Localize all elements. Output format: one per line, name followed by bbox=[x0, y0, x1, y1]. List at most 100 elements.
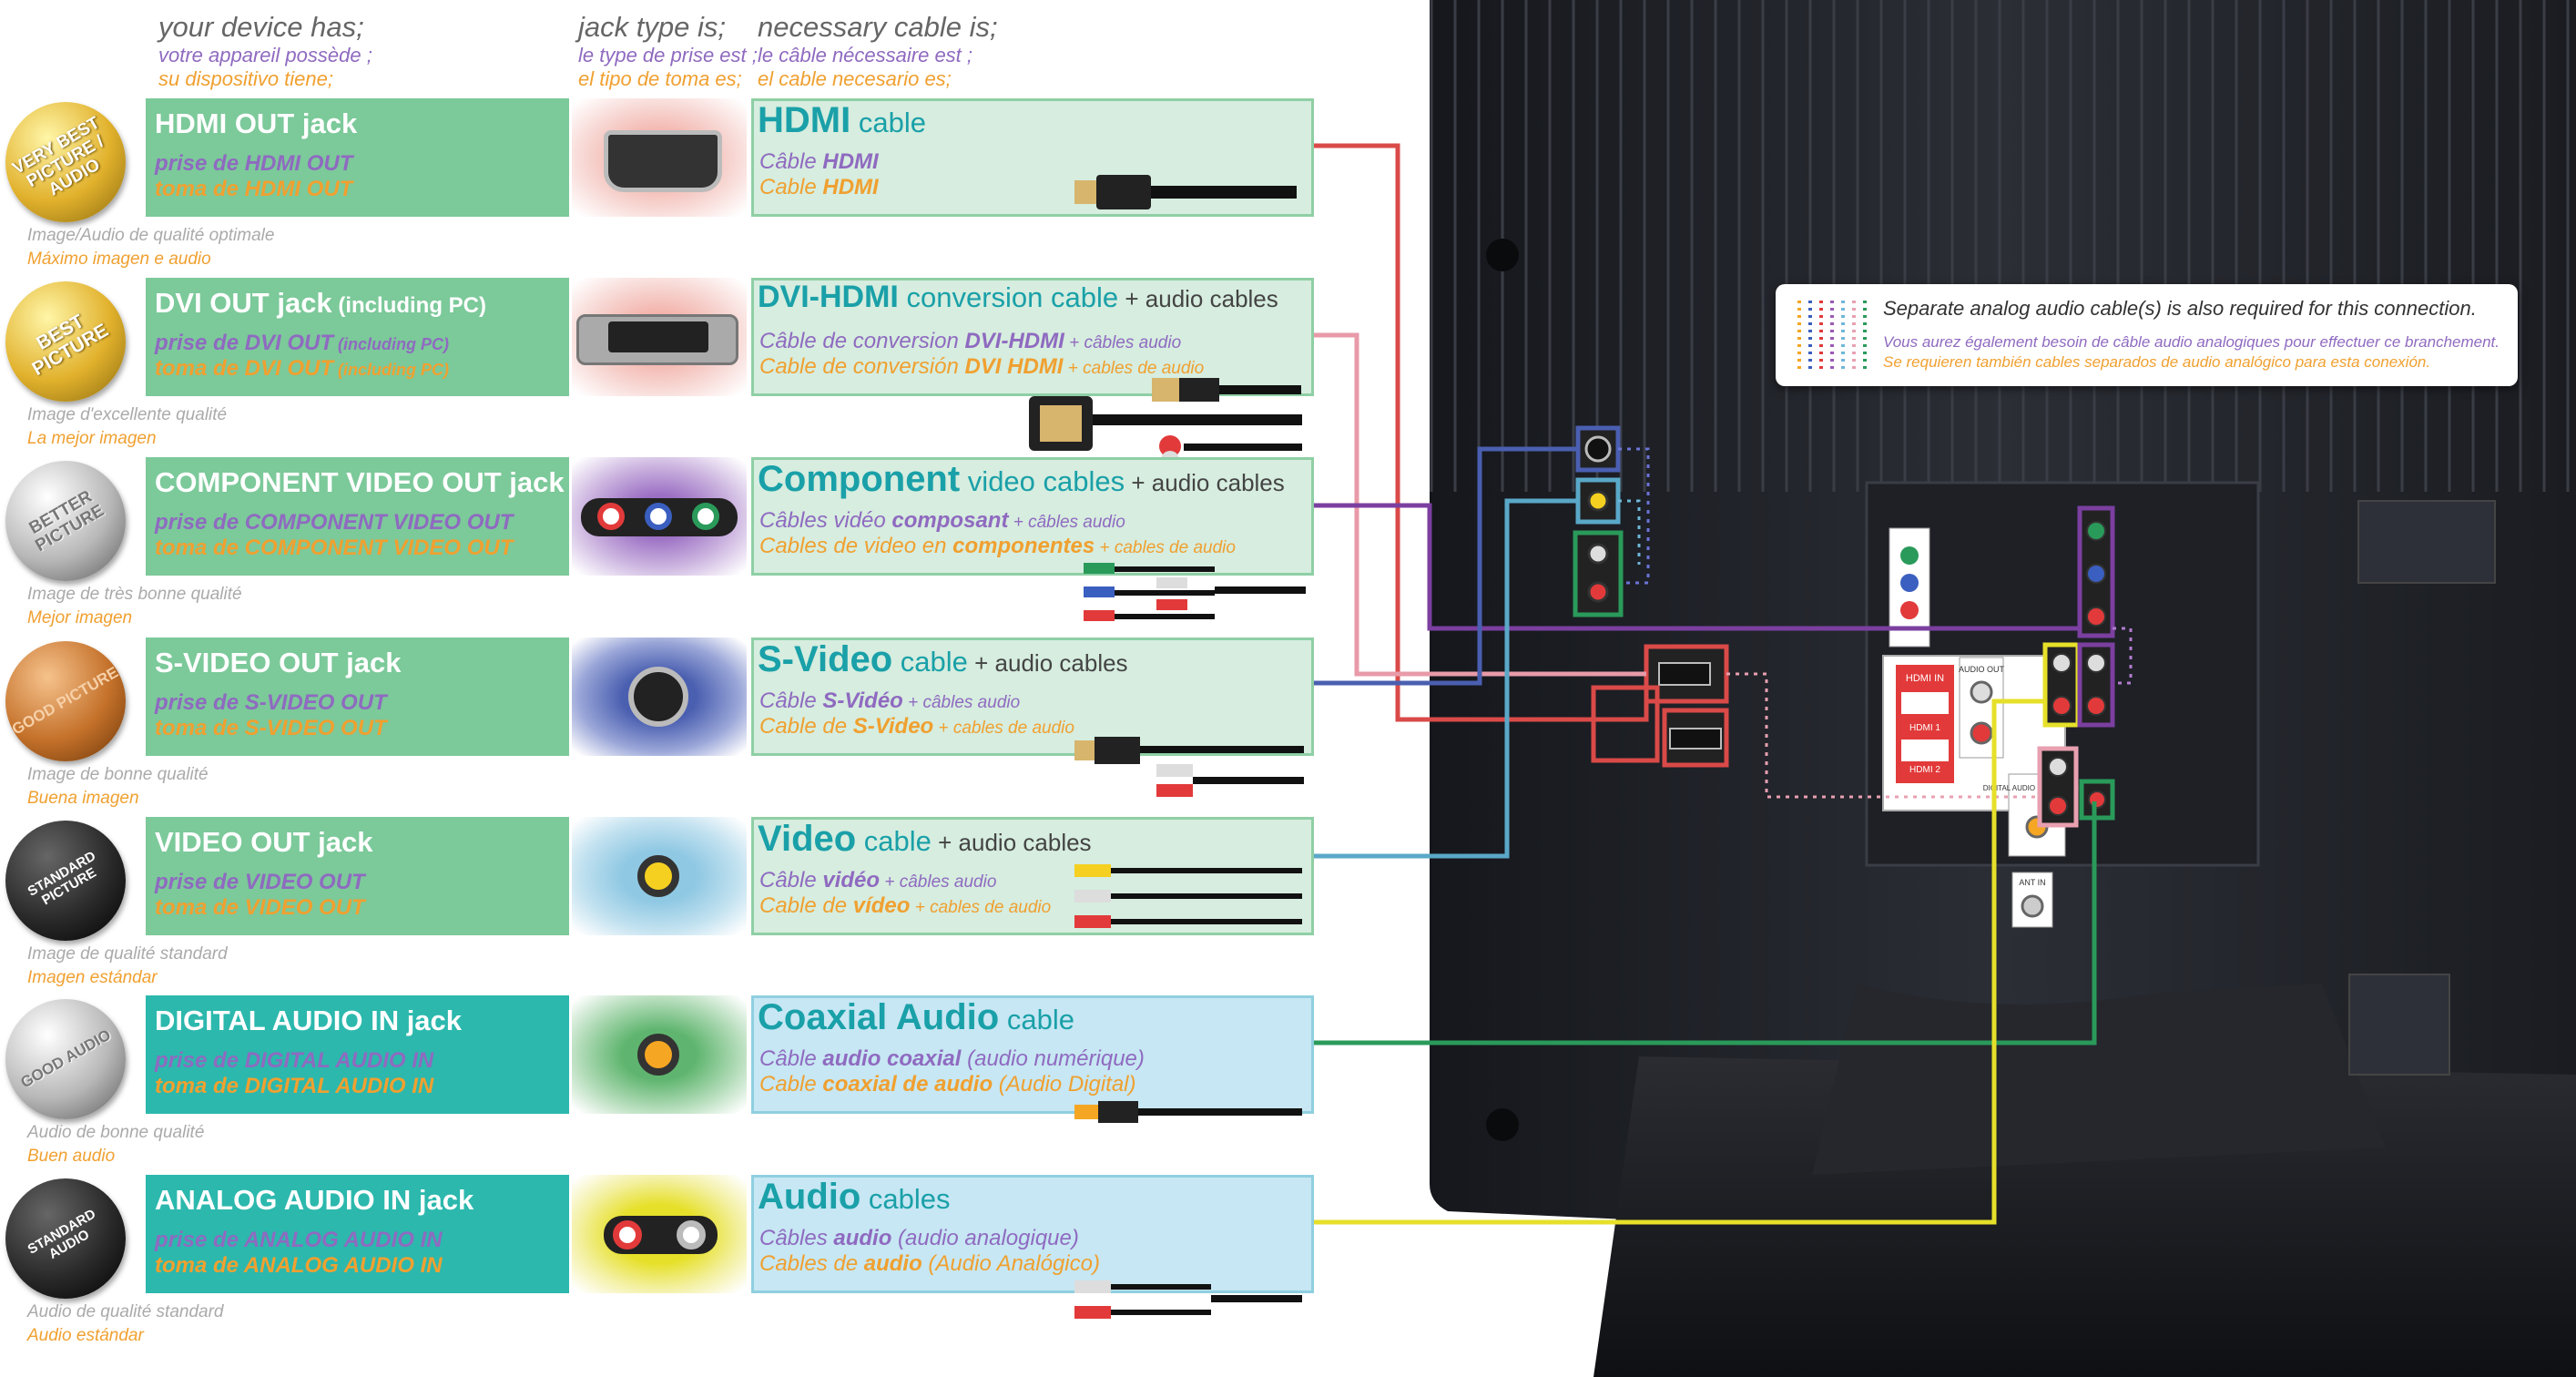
cable-title: Component video cables + audio cables bbox=[758, 459, 1285, 499]
tv-hdmi2-label: HDMI 2 bbox=[1909, 765, 1940, 775]
cable-label-box bbox=[751, 995, 1314, 1114]
cable-title-es: Cables de audio (Audio Analógico) bbox=[759, 1251, 1100, 1276]
jack-title-es: toma de DVI OUT (including PC) bbox=[155, 356, 450, 381]
row-digital-audio: GOOD AUDIO DIGITAL AUDIO IN jack prise d… bbox=[0, 995, 1329, 1166]
hdmi-cable-icon bbox=[1074, 175, 1297, 209]
component-jack-icon bbox=[572, 457, 747, 576]
cable-title-fr: Câble audio coaxial (audio numérique) bbox=[759, 1046, 1145, 1071]
jack-title: S-VIDEO OUT jack bbox=[155, 647, 402, 678]
cable-title-es: Cables de video en componentes + cables … bbox=[759, 534, 1236, 558]
quality-text: Image/Audio de qualité optimale Máximo i… bbox=[27, 226, 275, 269]
dvi-hdmi-cable-icon bbox=[1029, 378, 1302, 469]
cable-title-fr: Câble HDMI bbox=[759, 149, 879, 174]
row-hdmi: VERY BEST PICTURE / AUDIO HDMI OUT jack … bbox=[0, 98, 1329, 269]
quality-text: Image d'excellente qualité La mejor imag… bbox=[27, 405, 228, 448]
quality-badge-silver: GOOD AUDIO bbox=[5, 999, 126, 1119]
jack-title-es: toma de DIGITAL AUDIO IN bbox=[155, 1074, 434, 1098]
hdmi-jack-icon bbox=[572, 98, 747, 217]
row-component: BETTER PICTURE COMPONENT VIDEO OUT jack … bbox=[0, 457, 1329, 627]
jack-title: VIDEO OUT jack bbox=[155, 826, 373, 858]
cable-title-fr: Câble de conversion DVI-HDMI + câbles au… bbox=[759, 329, 1182, 353]
jack-title-fr: prise de DIGITAL AUDIO IN bbox=[155, 1048, 434, 1073]
quality-badge-black: STANDARD AUDIO bbox=[5, 1178, 126, 1299]
cable-title: Coaxial Audio cable bbox=[758, 997, 1074, 1037]
quality-badge-gold: VERY BEST PICTURE / AUDIO bbox=[5, 102, 126, 222]
component-cable-icon bbox=[1084, 563, 1306, 621]
jack-title: DVI OUT jack (including PC) bbox=[155, 287, 486, 319]
cable-label-box bbox=[751, 278, 1314, 396]
analog-audio-jack-icon bbox=[572, 1175, 747, 1293]
cable-title-fr: Câbles audio (audio analogique) bbox=[759, 1226, 1079, 1250]
note-en: Separate analog audio cable(s) is also r… bbox=[1883, 297, 2477, 320]
jack-label-box bbox=[146, 457, 569, 576]
cable-label-box bbox=[751, 457, 1314, 576]
quality-text: Image de bonne qualité Buena imagen bbox=[27, 765, 209, 808]
jack-label-box bbox=[146, 817, 569, 935]
row-analog-audio: STANDARD AUDIO ANALOG AUDIO IN jack pris… bbox=[0, 1175, 1329, 1345]
jack-title-es: toma de HDMI OUT bbox=[155, 177, 353, 201]
quality-badge-black: STANDARD PICTURE bbox=[5, 821, 126, 941]
jack-label-box bbox=[146, 995, 569, 1114]
quality-text: Image de qualité standard Imagen estánda… bbox=[27, 944, 228, 987]
jack-title-fr: prise de DVI OUT (including PC) bbox=[155, 331, 450, 355]
quality-badge-silver: BETTER PICTURE bbox=[5, 461, 126, 581]
header-cable: necessary cable is; le câble nécessaire … bbox=[758, 11, 998, 90]
jack-title: ANALOG AUDIO IN jack bbox=[155, 1184, 474, 1216]
audio-cables-dotted-icon bbox=[1797, 301, 1867, 370]
cable-title-es: Cable HDMI bbox=[759, 175, 879, 199]
jack-title: HDMI OUT jack bbox=[155, 107, 358, 139]
cable-title: DVI-HDMI conversion cable + audio cables bbox=[758, 280, 1278, 314]
coaxial-cable-icon bbox=[1074, 1101, 1302, 1123]
cable-title-es: Cable de conversión DVI HDMI + cables de… bbox=[759, 354, 1205, 379]
jack-title-es: toma de VIDEO OUT bbox=[155, 895, 365, 920]
row-svideo: GOOD PICTURE S-VIDEO OUT jack prise de S… bbox=[0, 638, 1329, 808]
cable-title: HDMI cable bbox=[758, 100, 926, 140]
tv-recommended-label: Recommended bbox=[1894, 787, 1956, 797]
cable-title-fr: Câble S-Vidéo + câbles audio bbox=[759, 688, 1021, 713]
quality-badge-bronze: GOOD PICTURE bbox=[5, 641, 126, 761]
header-jack: jack type is; le type de prise est ; el … bbox=[578, 11, 758, 90]
tv-audio-out-label: AUDIO OUT bbox=[1959, 665, 2005, 674]
jack-title-es: toma de ANALOG AUDIO IN bbox=[155, 1253, 443, 1278]
tv-hdmi1-label: HDMI 1 bbox=[1909, 723, 1940, 733]
jack-title-fr: prise de S-VIDEO OUT bbox=[155, 690, 387, 715]
jack-label-box bbox=[146, 1175, 569, 1293]
cable-title-es: Cable de vídeo + cables de audio bbox=[759, 893, 1052, 918]
cable-title-es: Cable coaxial de audio (Audio Digital) bbox=[759, 1072, 1136, 1096]
tv-hdmi-in-label: HDMI IN bbox=[1906, 673, 1944, 684]
cable-title: Video cable + audio cables bbox=[758, 819, 1092, 859]
quality-badge-gold: BEST PICTURE bbox=[5, 281, 126, 402]
note-es: Se requieren también cables separados de… bbox=[1883, 353, 2431, 371]
cable-title: Audio cables bbox=[758, 1177, 951, 1217]
digital-audio-jack-icon bbox=[572, 995, 747, 1114]
jack-title-es: toma de COMPONENT VIDEO OUT bbox=[155, 536, 514, 560]
jack-title: COMPONENT VIDEO OUT jack bbox=[155, 466, 565, 498]
jack-title-fr: prise de ANALOG AUDIO IN bbox=[155, 1228, 443, 1252]
jack-label-box bbox=[146, 638, 569, 756]
analog-audio-note: Separate analog audio cable(s) is also r… bbox=[1776, 284, 2518, 386]
analog-audio-cable-icon bbox=[1074, 1280, 1302, 1319]
jack-title-es: toma de S-VIDEO OUT bbox=[155, 716, 387, 740]
cable-title-fr: Câbles vidéo composant + câbles audio bbox=[759, 508, 1125, 533]
quality-text: Image de très bonne qualité Mejor imagen bbox=[27, 585, 242, 627]
tv-back-illustration: HDMI IN HDMI 1 HDMI 2 Recommended AUDIO … bbox=[1430, 0, 2576, 1377]
jack-title: DIGITAL AUDIO IN jack bbox=[155, 1005, 463, 1036]
svideo-cable-icon bbox=[1074, 737, 1304, 797]
row-dvi: BEST PICTURE DVI OUT jack (including PC)… bbox=[0, 278, 1329, 469]
dvi-jack-icon bbox=[572, 278, 747, 396]
jack-title-fr: prise de HDMI OUT bbox=[155, 151, 353, 176]
row-video: STANDARD PICTURE VIDEO OUT jack prise de… bbox=[0, 817, 1329, 987]
quality-text: Audio de qualité standard Audio estándar bbox=[27, 1302, 224, 1345]
jack-title-fr: prise de VIDEO OUT bbox=[155, 870, 365, 894]
jack-label-box bbox=[146, 98, 569, 217]
note-fr: Vous aurez également besoin de câble aud… bbox=[1883, 333, 2500, 351]
jack-label-box bbox=[146, 278, 569, 396]
cable-title: S-Video cable + audio cables bbox=[758, 639, 1128, 679]
header-device: your device has; votre appareil possède … bbox=[158, 11, 372, 90]
cable-title-es: Cable de S-Video + cables de audio bbox=[759, 714, 1074, 739]
cable-label-box bbox=[751, 817, 1314, 935]
tv-ant-in-label: ANT IN bbox=[2019, 878, 2045, 887]
quality-text: Audio de bonne qualité Buen audio bbox=[27, 1123, 205, 1166]
svideo-jack-icon bbox=[572, 638, 747, 756]
cable-label-box bbox=[751, 1175, 1314, 1293]
